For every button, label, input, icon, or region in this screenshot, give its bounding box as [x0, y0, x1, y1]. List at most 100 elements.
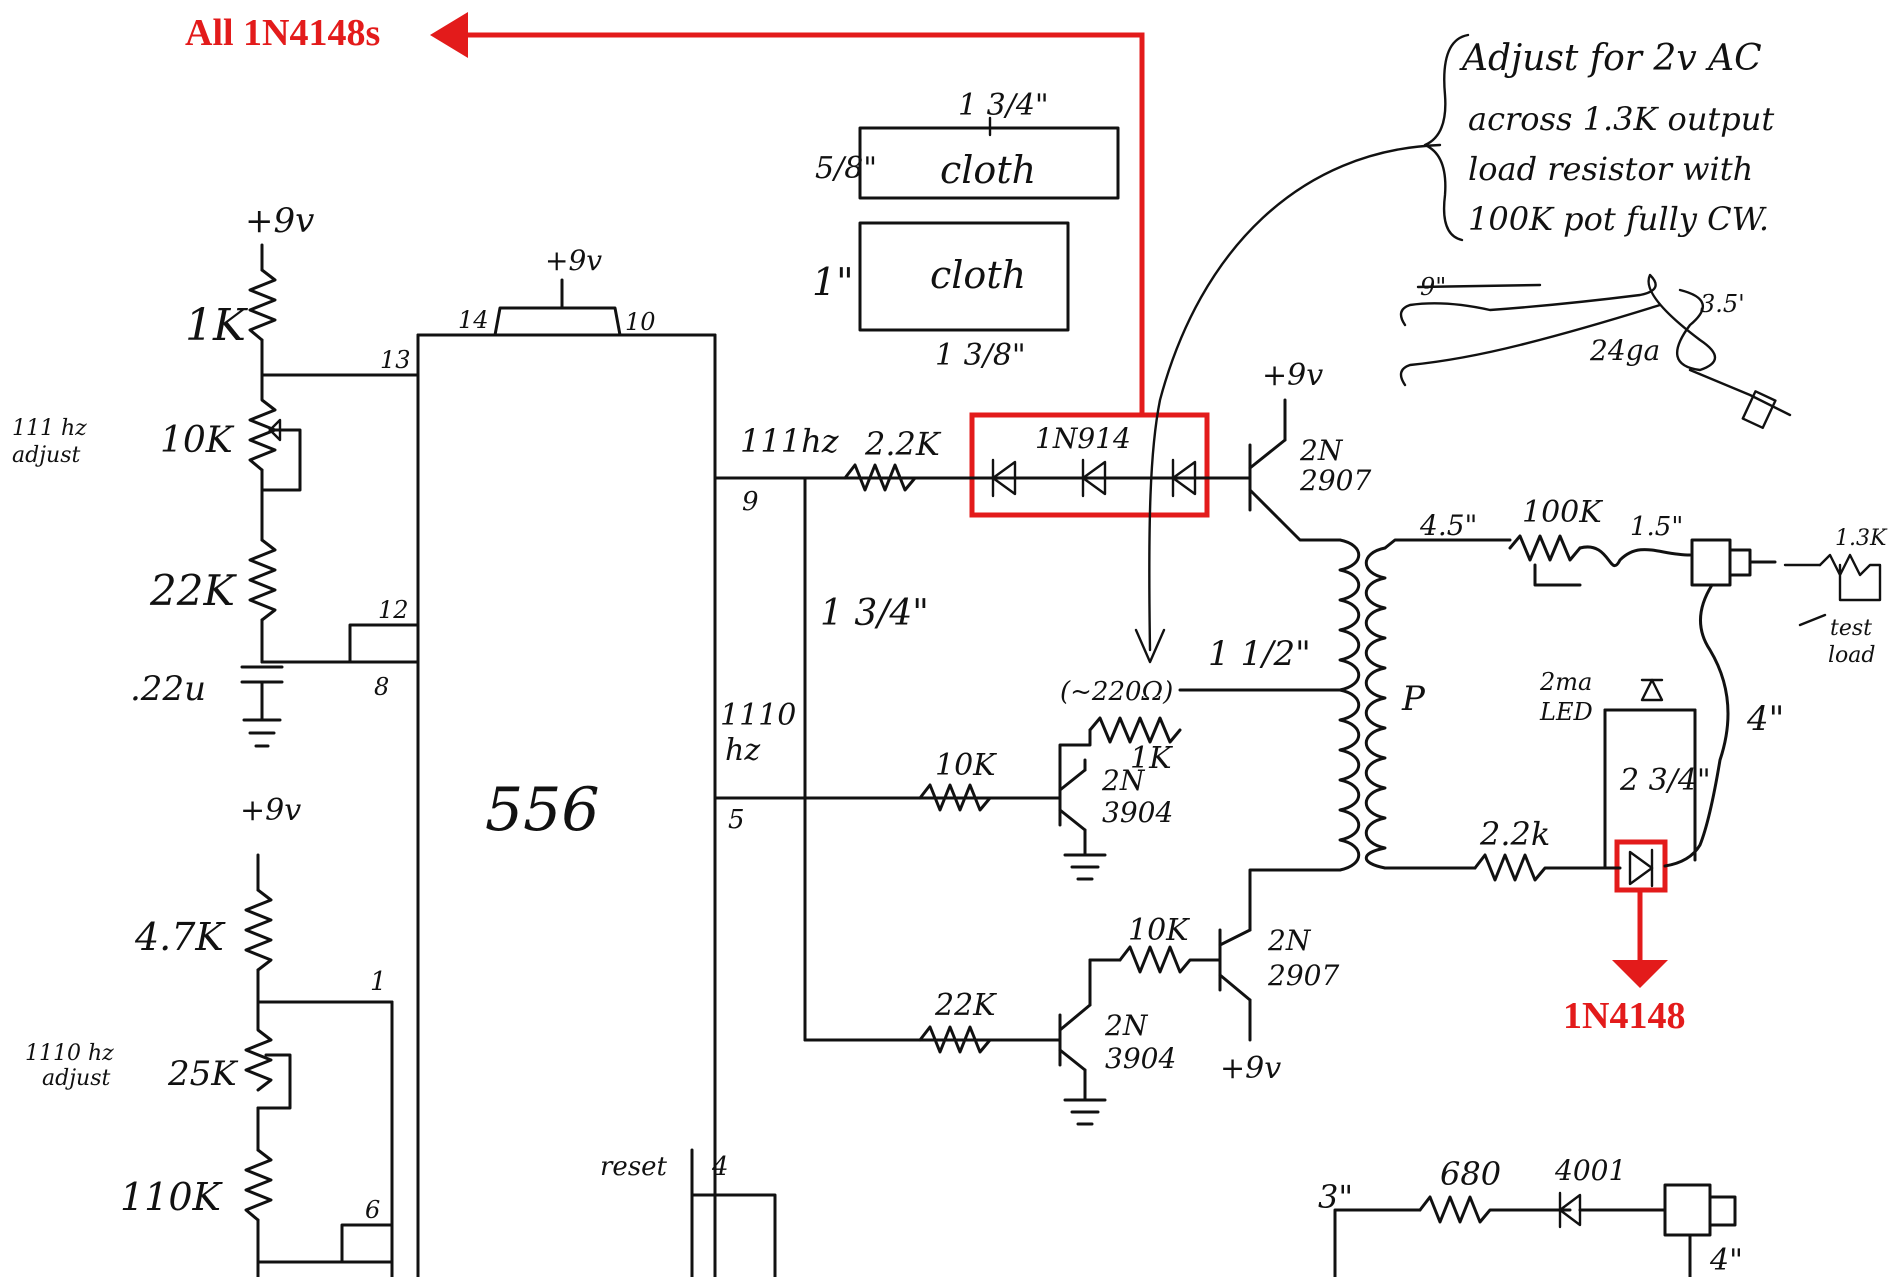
resistor-1k	[248, 268, 277, 342]
pot-25k	[244, 1000, 273, 1092]
label-q2-1: 2N	[1101, 764, 1146, 797]
svg-text:5: 5	[728, 805, 745, 835]
label-primary: P	[1401, 679, 1426, 719]
red-arrow-head-left	[430, 12, 468, 58]
label-pot-approx: (~220Ω)	[1060, 677, 1173, 707]
svg-text:across 1.3K output: across 1.3K output	[1468, 100, 1774, 138]
driver-q3-q4: 22K 2N 3904 10K 2N 2907 +9v	[918, 913, 1339, 1126]
pot-100k	[1508, 534, 1582, 562]
note-line-2: across 1.3K output	[1468, 100, 1774, 138]
cable-drawing: 9" 3.5' 24ga	[1399, 273, 1792, 430]
red-box-output-diode	[1614, 839, 1668, 893]
label-q3-2: 2907	[1267, 959, 1339, 992]
note-line-3: load resistor with	[1468, 150, 1753, 188]
label-test: test	[1830, 616, 1872, 641]
svg-text:load: load	[1828, 643, 1875, 668]
pot-1k	[1088, 716, 1182, 744]
pot-10k	[248, 373, 277, 472]
label-led-2: LED	[1539, 698, 1593, 726]
resistor-22k	[248, 538, 277, 622]
svg-text:1: 1	[370, 967, 387, 997]
svg-text:6: 6	[365, 1196, 380, 1224]
label-1110hz-adjust-1: 1110 hz	[25, 1041, 114, 1066]
ic-name: 556	[485, 775, 600, 845]
svg-text:10: 10	[625, 308, 656, 336]
label-q1-1: 2N	[1299, 434, 1344, 467]
diode-3	[1171, 458, 1197, 498]
label-1k: 1K	[185, 300, 248, 351]
note-line-4: 100K pot fully CW.	[1468, 200, 1769, 238]
resistor-110k	[244, 1148, 273, 1222]
cloth-rect-bottom	[858, 221, 1070, 332]
supply-label-q1: +9v	[1262, 358, 1323, 393]
label-load-2: load	[1828, 643, 1875, 668]
svg-text:4: 4	[711, 1152, 729, 1182]
resistor-2-2k-out	[1473, 853, 1622, 882]
svg-text:Adjust for 2v AC: Adjust for 2v AC	[1459, 38, 1762, 79]
label-out-len-c: 2 3/4"	[1619, 763, 1711, 798]
cloth-top-label: cloth	[940, 148, 1036, 192]
svg-text:100K pot fully CW.: 100K pot fully CW.	[1468, 200, 1769, 238]
adjust-note: Adjust for 2v AC across 1.3K output load…	[1134, 33, 1774, 664]
label-q1-2: 2907	[1299, 464, 1371, 497]
supply-label-q3: +9v	[1220, 1051, 1281, 1086]
cable-gauge: 24ga	[1589, 334, 1660, 367]
label-10k-a: 10K	[935, 748, 997, 783]
svg-text:load resistor with: load resistor with	[1468, 150, 1753, 188]
diode-2	[1081, 458, 1107, 498]
label-1n914: 1N914	[1035, 422, 1131, 455]
label-out-len-b: 1.5"	[1630, 512, 1683, 542]
annotation-single-1n4148: 1N4148	[1563, 839, 1685, 1037]
svg-text:12: 12	[378, 596, 409, 624]
label-load: 1.3K	[1835, 526, 1888, 551]
label-out-len-a: 4.5"	[1419, 509, 1477, 542]
label-q4-2: 3904	[1105, 1042, 1176, 1075]
coil: 1 1/2" (~220Ω) 1K	[1058, 538, 1361, 932]
note-pointer-arrow	[1134, 628, 1166, 664]
driver-top: 2.2K 1N914 +9v 2N 2907	[843, 358, 1371, 542]
ic-556: +9v 14 10 556 reset 4	[390, 244, 777, 1277]
cloth-bottom-height: 1"	[812, 260, 854, 304]
diode-1	[991, 458, 1017, 498]
resistor-10k-b	[1118, 945, 1222, 974]
svg-text:LED: LED	[1539, 698, 1593, 726]
label-out-len-d: 4"	[1746, 699, 1784, 739]
label-22k: 22K	[149, 566, 237, 615]
label-680: 680	[1440, 1155, 1501, 1193]
supply-label-ic: +9v	[545, 244, 602, 277]
label-cap: .22u	[130, 669, 206, 709]
label-q2-2: 3904	[1102, 796, 1173, 829]
reset-label: reset	[600, 1152, 668, 1182]
label-1-3-4: 1 3/4"	[820, 593, 929, 634]
label-4-7k: 4.7K	[134, 915, 226, 959]
label-111hz-adjust-1: 111 hz	[12, 416, 87, 441]
red-arrow-head-down	[1612, 960, 1668, 988]
label-22k-b: 22K	[934, 988, 997, 1023]
label-2-2k: 2.2K	[864, 425, 942, 463]
note-line-1: Adjust for 2v AC	[1459, 38, 1762, 79]
label-111hz: 111hz	[740, 422, 840, 460]
resistor-10k-a	[918, 783, 1002, 812]
svg-text:2ma: 2ma	[1539, 668, 1592, 696]
label-q3-1: 2N	[1267, 924, 1312, 957]
svg-text:14: 14	[458, 306, 489, 334]
secondary-winding	[1364, 546, 1387, 870]
supply-label-top: +9v	[245, 201, 314, 241]
label-111hz-adjust-2: adjust	[12, 443, 80, 468]
cloth-top-height: 5/8"	[815, 151, 877, 186]
label-1110hz-adjust-2: adjust	[42, 1066, 110, 1091]
resistor-22k-b	[918, 1025, 1002, 1054]
red-arrow-line-top	[466, 32, 1145, 415]
label-10k: 10K	[160, 420, 235, 461]
label-1110hz-2: hz	[725, 733, 760, 768]
note-pointer-curve	[1148, 143, 1442, 652]
signal-paths: 111hz 9 1 3/4" 1110 hz 5	[713, 422, 1062, 1042]
left-timing-chain: +9v 1K 13 10K 111 hz adjust 22K 12 8 .22…	[12, 201, 420, 1277]
svg-text:8: 8	[374, 673, 389, 701]
red-box-1n914	[969, 412, 1210, 518]
label-4001: 4001	[1554, 1154, 1626, 1187]
label-25k: 25K	[167, 1054, 239, 1094]
cloth-bottom-label: cloth	[930, 253, 1026, 297]
svg-text:test: test	[1830, 616, 1872, 641]
cloth-dimensions: 1 3/4" 5/8" cloth 1" cloth 1 3/8"	[812, 88, 1120, 373]
